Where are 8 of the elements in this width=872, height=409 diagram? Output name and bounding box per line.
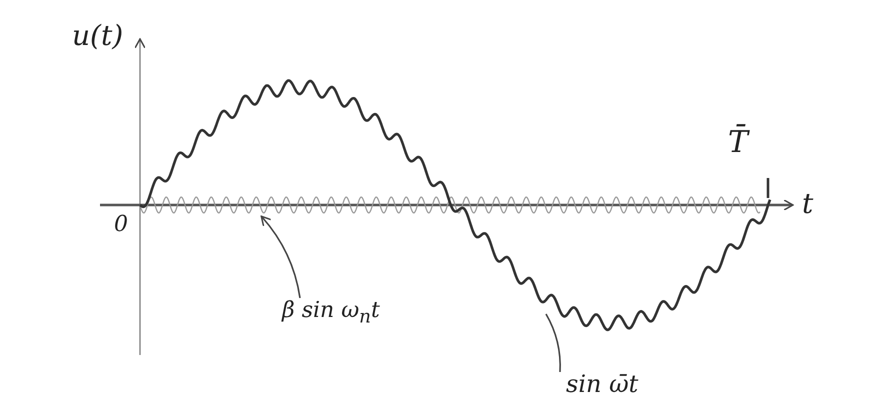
curve-label: β sin ω$_{n}$t: [282, 300, 380, 327]
origin-label: 0: [114, 214, 128, 236]
leader-line: [260, 216, 301, 298]
leader-line: [545, 314, 561, 372]
y-axis-label: u(t): [72, 22, 124, 50]
curve-label: sin ω̄t: [566, 372, 638, 396]
wavy-sine-curve: [139, 79, 772, 332]
x-axis-label: t: [802, 190, 814, 218]
